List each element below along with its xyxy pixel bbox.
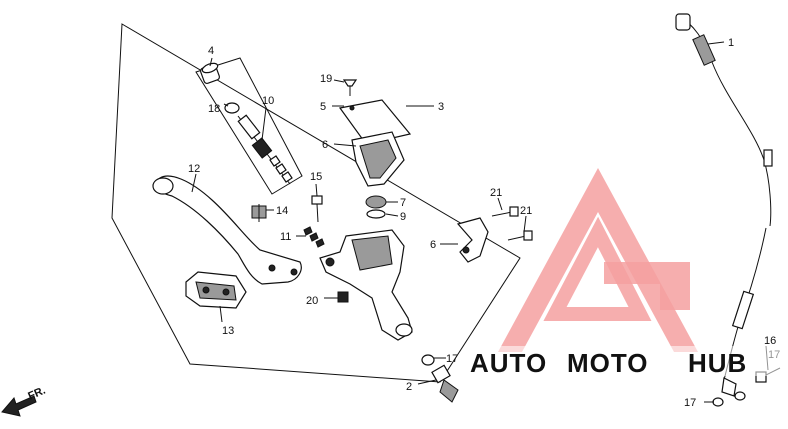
callout-17-bottom: 17 bbox=[684, 397, 696, 409]
part-cable bbox=[675, 13, 773, 397]
callout-10: 10 bbox=[262, 95, 274, 107]
part-brake-lever bbox=[152, 175, 302, 285]
callout-7: 7 bbox=[400, 197, 406, 209]
callout-6-clamp: 6 bbox=[430, 239, 436, 251]
watermark-g-hook bbox=[604, 262, 690, 310]
part-piston-set bbox=[237, 114, 293, 185]
part-pivot-bolt bbox=[251, 204, 267, 222]
callout-18: 18 bbox=[208, 103, 220, 115]
part-spring bbox=[303, 226, 325, 248]
callout-4: 4 bbox=[208, 45, 214, 57]
part-master-cylinder bbox=[319, 229, 413, 341]
part-boot bbox=[199, 62, 221, 85]
part-bolt-15 bbox=[311, 195, 323, 223]
part-seal bbox=[365, 195, 387, 219]
part-circlip bbox=[224, 102, 240, 114]
watermark-word-hub: HUB bbox=[688, 348, 747, 378]
assembly-outline bbox=[111, 23, 521, 383]
watermark-word-auto: AUTO bbox=[470, 348, 547, 378]
callout-1: 1 bbox=[728, 37, 734, 49]
piston-kit-outline bbox=[195, 57, 303, 195]
part-banjo-bolt bbox=[421, 354, 459, 403]
callout-21-upper: 21 bbox=[490, 187, 502, 199]
callout-20: 20 bbox=[306, 295, 318, 307]
part-diaphragm bbox=[351, 131, 405, 187]
front-direction-arrow bbox=[1, 395, 37, 417]
callout-17-banjo: 17 bbox=[446, 353, 458, 365]
callout-21-lower: 21 bbox=[520, 205, 532, 217]
watermark-text: AUTO MOTO HUB bbox=[466, 346, 788, 378]
callout-12: 12 bbox=[188, 163, 200, 175]
front-direction-label: FR. bbox=[26, 385, 47, 403]
leader-lines bbox=[191, 41, 769, 403]
callout-5: 5 bbox=[320, 101, 326, 113]
part-clamp bbox=[456, 217, 489, 263]
callout-16: 16 bbox=[764, 335, 776, 347]
callout-6-diaphragm-plate: 6 bbox=[322, 139, 328, 151]
callout-3: 3 bbox=[438, 101, 444, 113]
part-nut bbox=[337, 291, 349, 303]
callout-9: 9 bbox=[400, 211, 406, 223]
part-clamp-bolts bbox=[491, 206, 533, 241]
watermark-triangle-outer bbox=[498, 168, 698, 352]
callout-2: 2 bbox=[406, 381, 412, 393]
part-holder bbox=[185, 271, 247, 309]
watermark-logo bbox=[498, 168, 698, 352]
callout-14: 14 bbox=[276, 205, 288, 217]
watermark-word-moto: MOTO bbox=[567, 348, 649, 378]
callout-13: 13 bbox=[222, 325, 234, 337]
callout-11: 11 bbox=[280, 231, 291, 243]
callout-19: 19 bbox=[320, 73, 332, 85]
callout-15: 15 bbox=[310, 171, 322, 183]
part-screw bbox=[342, 79, 358, 96]
